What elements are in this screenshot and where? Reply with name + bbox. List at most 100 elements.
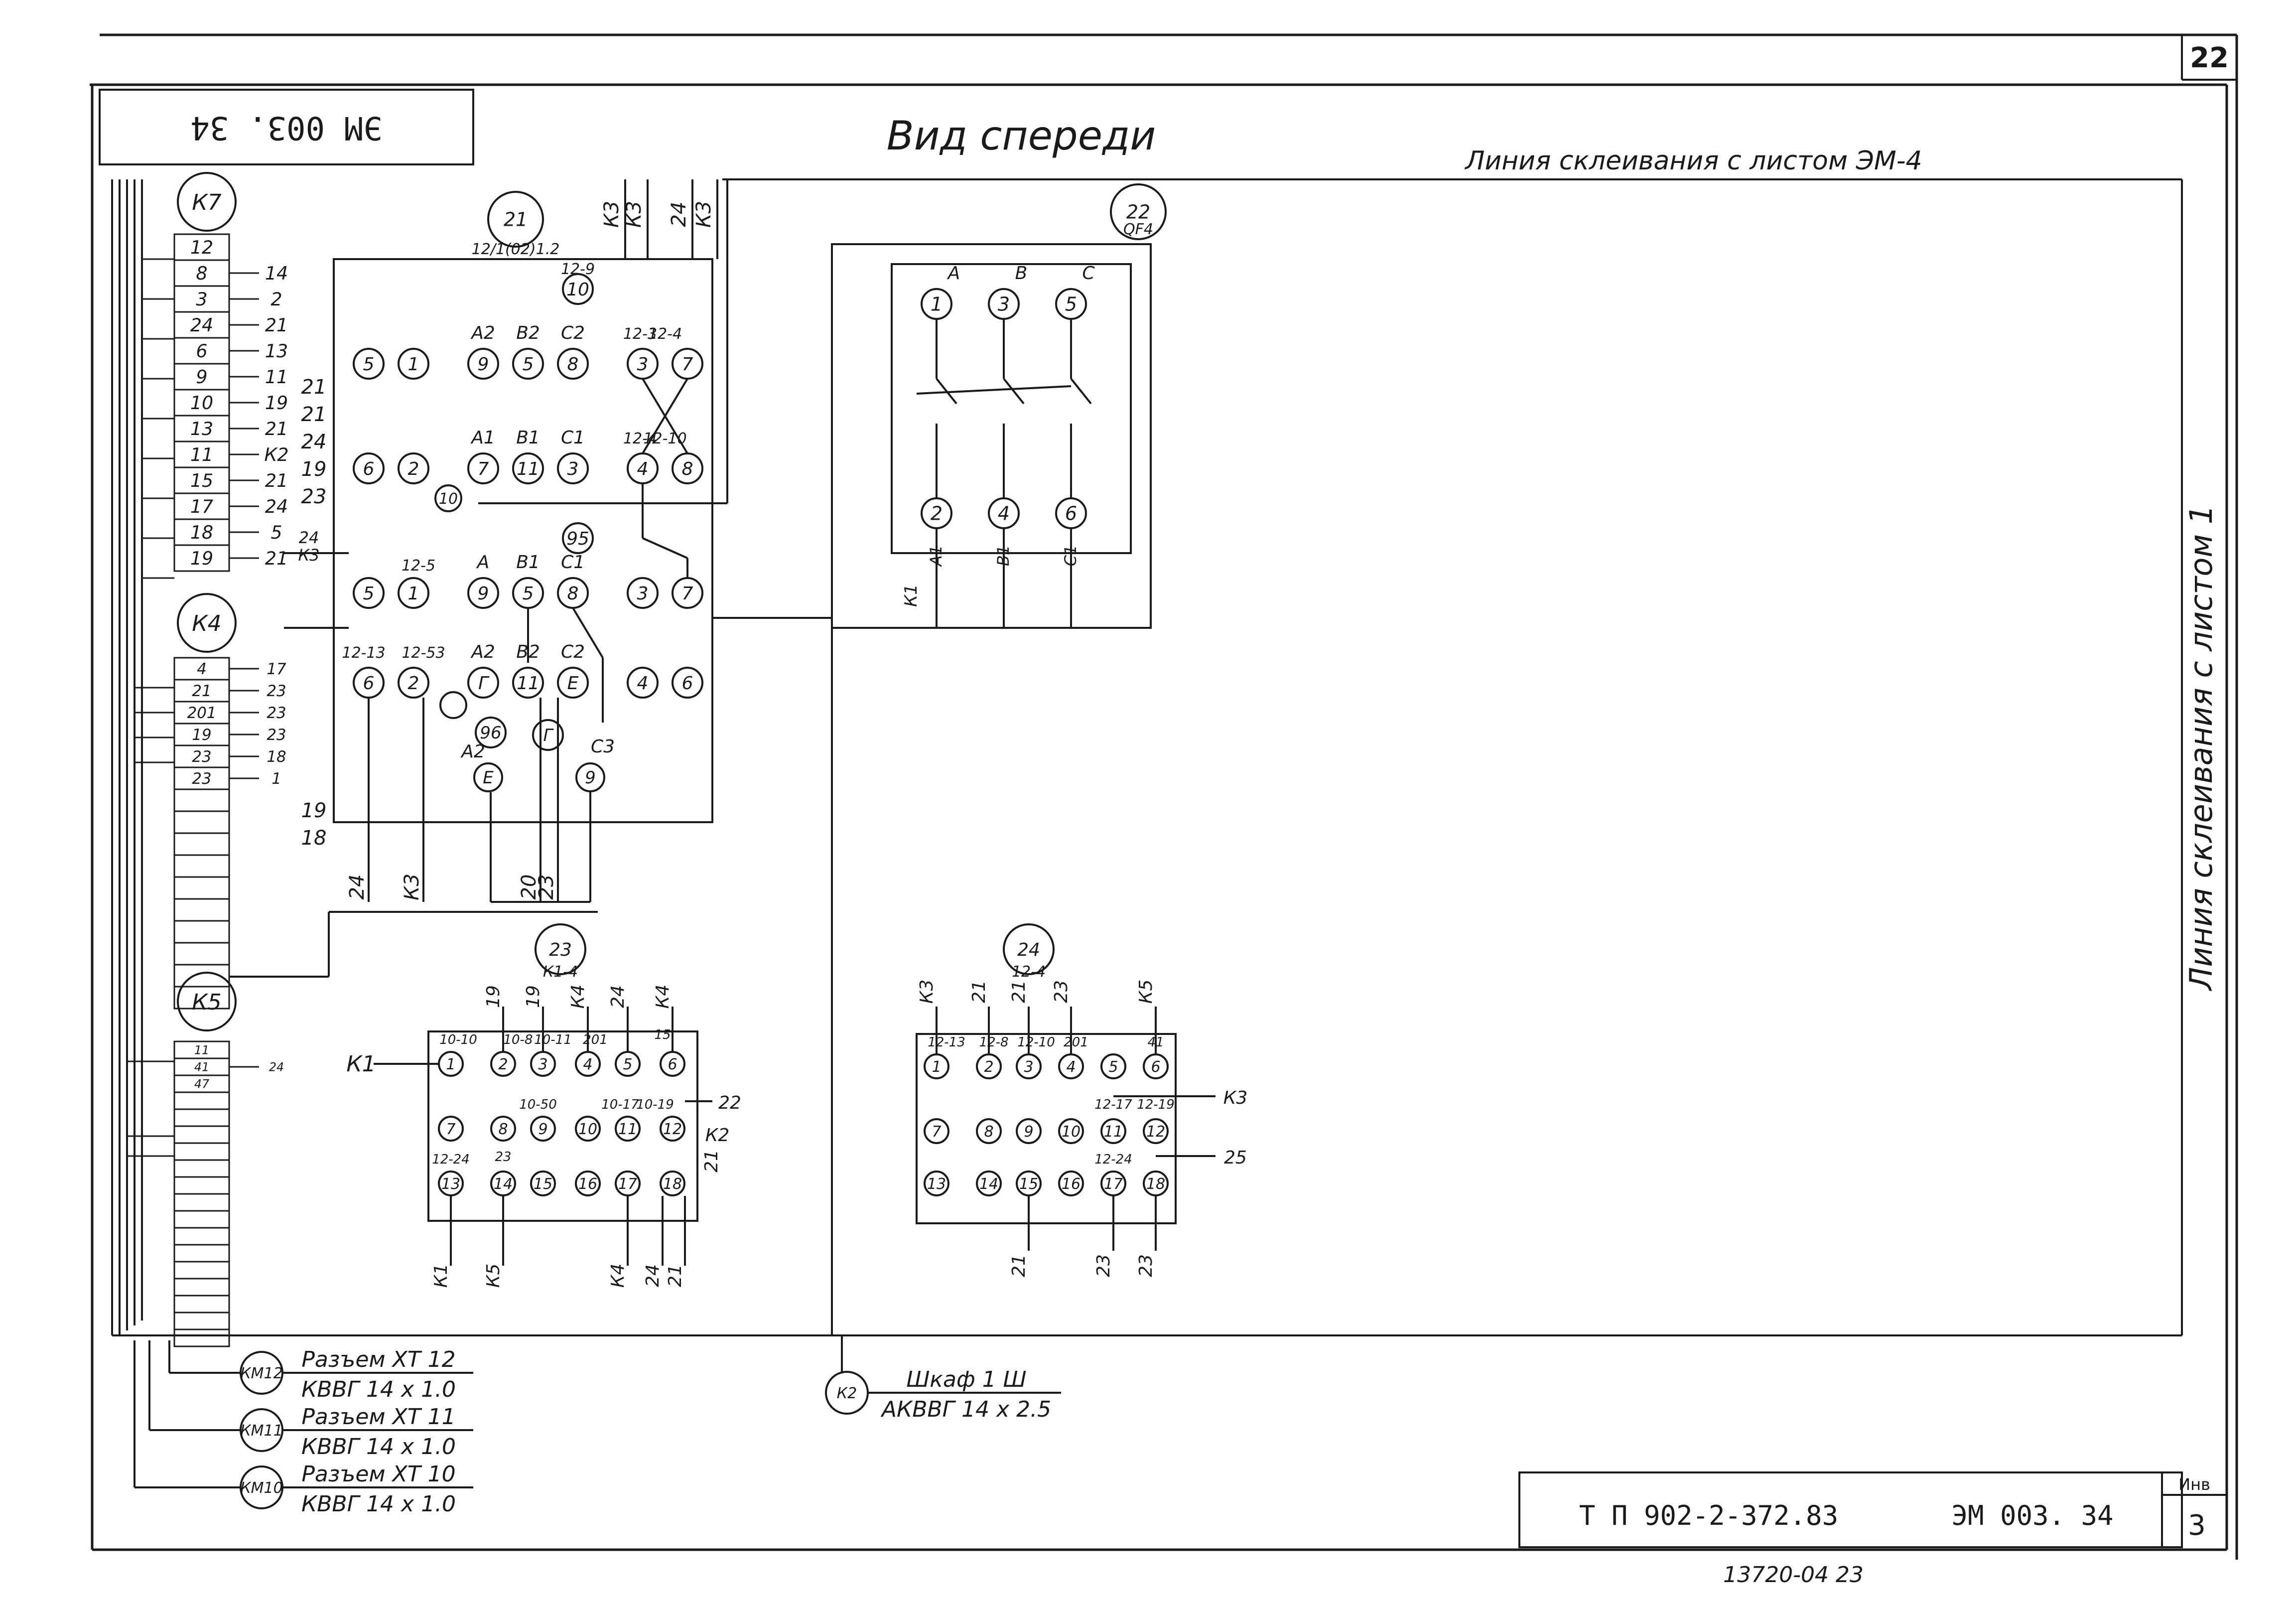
strip-side-label: 24	[301, 431, 327, 453]
strip-cell	[173, 1244, 230, 1263]
device-21-terminal-label: 3	[567, 459, 579, 479]
device-22-outer	[831, 243, 1152, 629]
device-24-terminal-circle	[976, 1118, 1002, 1144]
device-23-bottom-wire-label: К4	[608, 1264, 628, 1288]
strip-cell	[173, 1278, 230, 1297]
cable-bottom-label: КВВГ 14 х 1.0	[301, 1491, 456, 1517]
device-23-pin-label: 10-17	[601, 1097, 639, 1112]
device-22-inner	[891, 263, 1132, 554]
device-21-terminal-circle	[398, 577, 429, 609]
device-22-terminal-label: 3	[998, 293, 1010, 315]
device-23-terminal-circle	[530, 1170, 556, 1196]
device-23-top-wire-label: 19	[483, 985, 504, 1008]
device-21-terminal-label: 11	[517, 459, 540, 479]
device-23-terminal-circle	[660, 1051, 685, 1077]
cable-tag-label: КМ10	[240, 1479, 282, 1497]
strip-cell	[173, 898, 230, 922]
strip-cell	[173, 1091, 230, 1110]
device-24-terminal-label: 17	[1104, 1175, 1123, 1193]
device-21-terminal-label: 10	[566, 280, 589, 300]
strip-wire-label: 19	[265, 392, 288, 414]
device-21-pin-label: 12-10	[643, 430, 686, 447]
device-24-terminal-circle	[1058, 1118, 1084, 1144]
device-21-terminal-label: 6	[363, 459, 375, 479]
strip-cell	[173, 1176, 230, 1195]
device-23-terminal-label: 9	[538, 1121, 547, 1138]
strip-wire-label: 5	[270, 522, 282, 543]
device-21-terminal-circle	[512, 348, 544, 380]
device-21-terminal-label: 4	[637, 673, 649, 694]
device-23-terminal-circle	[615, 1116, 641, 1142]
device-24-terminal-circle	[1058, 1053, 1084, 1079]
page-number: 22	[2190, 42, 2229, 74]
device-21-terminal-circle	[627, 667, 659, 699]
device-24-terminal-circle	[1100, 1053, 1126, 1079]
device-21-terminal-label: 4	[637, 459, 649, 479]
device-21-terminal-label: 1	[408, 584, 419, 604]
device-21-terminal-circle	[467, 452, 499, 484]
device-21-terminal-label: Е	[483, 768, 494, 788]
device-21-terminal-label: 5	[523, 584, 534, 604]
device-21-terminal-label: 10	[439, 490, 458, 508]
device-22-phase-label: В	[1015, 263, 1028, 284]
device-24-terminal-circle	[1016, 1118, 1042, 1144]
strip-terminal-id: 19	[190, 548, 213, 569]
device-23-terminal-label: 8	[498, 1121, 508, 1138]
strip-tag-label: К4	[192, 611, 221, 636]
strip-wire-label: 18	[267, 748, 286, 766]
strip-wire-label: 11	[265, 366, 288, 388]
device-23-right-label: 22	[718, 1093, 741, 1113]
device-23-terminal-circle	[438, 1116, 464, 1142]
device-21-terminal-label: 3	[637, 354, 649, 375]
cable-top-label: Разъем ХТ 12	[301, 1347, 455, 1372]
device-22-side-wire: К1	[901, 584, 921, 607]
device-21-top-wire-label: К3	[623, 201, 646, 228]
device-22-mech-link	[916, 385, 1072, 395]
device-23-terminal-label: 5	[623, 1056, 632, 1073]
title-block-doc: ЭМ 003. 34	[1951, 1500, 2113, 1531]
device-23-terminal-circle	[438, 1051, 464, 1077]
title-block-code: Т П 902-2-372.83	[1579, 1500, 1838, 1531]
device-21-terminal-label: 1	[408, 354, 419, 375]
strip-cell	[173, 986, 230, 1010]
device-23-terminal-label: 10	[578, 1121, 597, 1138]
strip-wire-label: 24	[265, 496, 288, 517]
device-21-terminal-label: 5	[363, 584, 375, 604]
device-24-pin-label: 201	[1064, 1035, 1088, 1050]
strip-wire-label: 21	[265, 470, 288, 491]
device-21-phase-label: С2	[561, 642, 585, 662]
strip-side-label: 19	[301, 458, 327, 481]
device-23-terminal-circle	[438, 1170, 464, 1196]
device-24-terminal-label: 3	[1024, 1058, 1033, 1076]
device-24-top-wire-label: К5	[1136, 980, 1156, 1004]
strip-wire-label: 21	[265, 314, 288, 336]
device-21-frame	[333, 258, 713, 823]
device-23-bottom-wire-label: К1	[431, 1264, 451, 1288]
strip-wire-label: 17	[267, 660, 286, 678]
strip-cell	[173, 1312, 230, 1330]
device-23-terminal-circle	[660, 1116, 685, 1142]
device-24-top-wire-label: 21	[969, 980, 989, 1003]
strip-cell	[173, 942, 230, 966]
strip-tag-circle	[177, 172, 237, 232]
device-22-switch	[1070, 378, 1092, 405]
device-21-terminal-label: 2	[408, 673, 419, 694]
device-21-terminal-circle	[532, 719, 564, 751]
device-21-phase-label: С1	[561, 552, 585, 573]
device-22: 22QF4А12А1В34В1С56С1К1	[831, 183, 1167, 1335]
device-23-frame	[427, 1030, 698, 1222]
device-24-terminal-label: 7	[932, 1123, 941, 1141]
device-21-tag-circle	[487, 191, 544, 248]
device-21-terminal-circle	[562, 522, 594, 554]
device-22-terminal-label: 4	[998, 503, 1010, 525]
strip-terminal-id: 23	[192, 748, 211, 766]
device-21-terminal-label: 8	[682, 459, 693, 479]
device-24-terminal-circle	[924, 1170, 949, 1196]
device-24-frame	[916, 1033, 1177, 1224]
device-23-terminal-circle	[490, 1116, 516, 1142]
